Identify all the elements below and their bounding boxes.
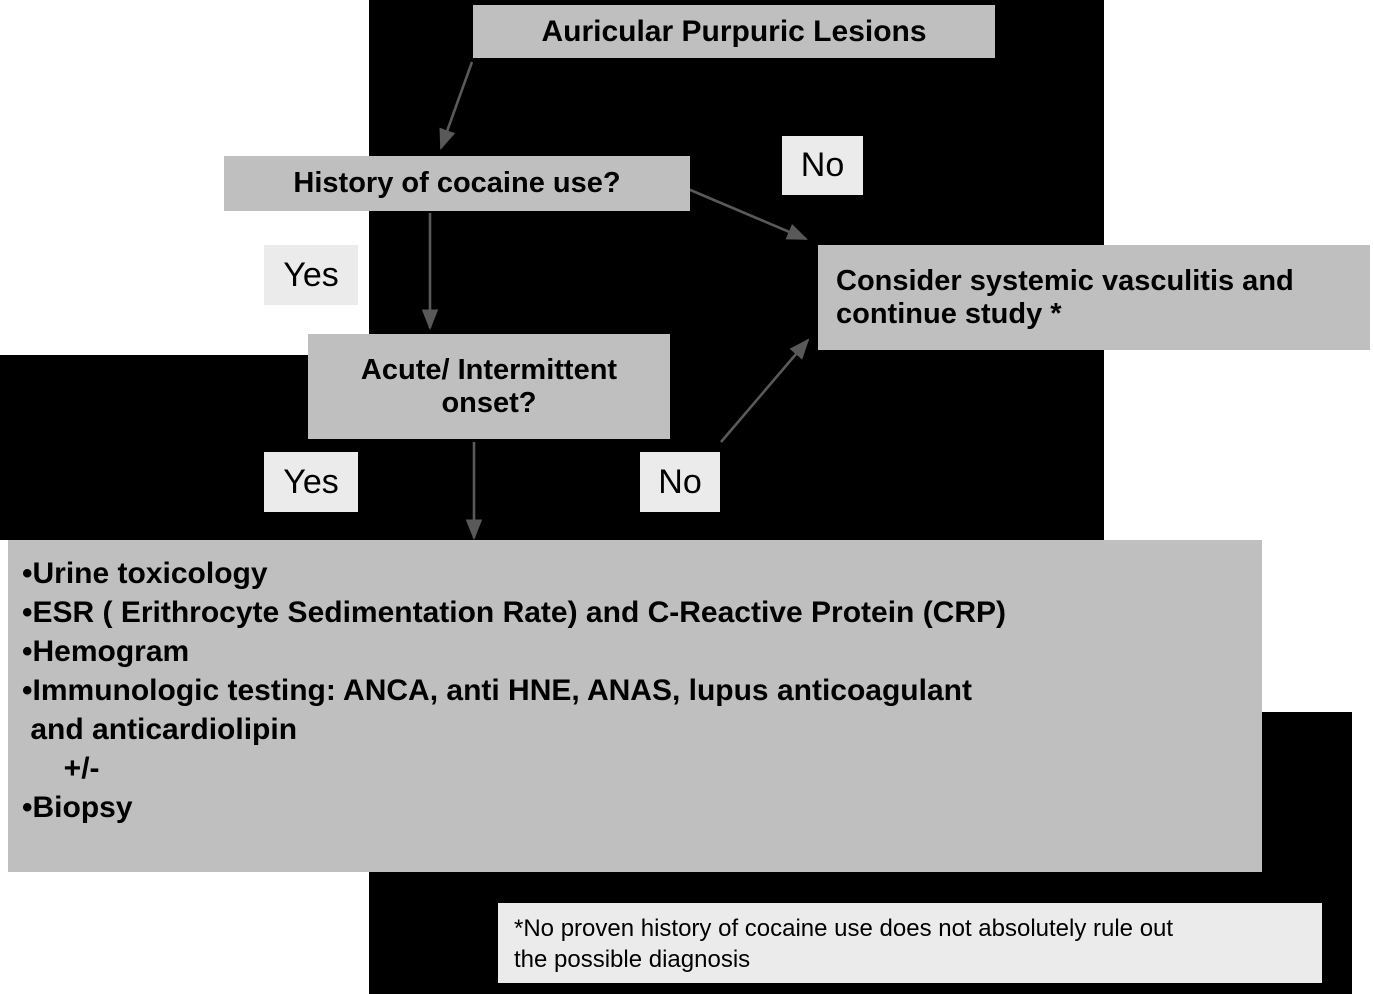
- footnote-line: the possible diagnosis: [514, 946, 751, 974]
- list-item: •Urine toxicology: [22, 557, 268, 590]
- footnote-box: *No proven history of cocaine use does n…: [498, 903, 1322, 983]
- node-consider-systemic-vasculitis[interactable]: Consider systemic vasculitis and continu…: [818, 245, 1370, 350]
- edge-label-yes-bottom: Yes: [264, 452, 358, 512]
- node-history-of-cocaine-use[interactable]: History of cocaine use?: [224, 156, 690, 211]
- list-item: and anticardiolipin: [22, 713, 298, 746]
- node-acute-intermittent-onset[interactable]: Acute/ Intermittent onset?: [308, 334, 670, 439]
- node-workup-list[interactable]: •Urine toxicology •ESR ( Erithrocyte Sed…: [8, 540, 1262, 872]
- edge-label-no-bottom: No: [640, 452, 720, 512]
- edge-label-no-top: No: [782, 136, 863, 195]
- list-item: •ESR ( Erithrocyte Sedimentation Rate) a…: [22, 596, 1007, 629]
- node-auricular-purpuric-lesions[interactable]: Auricular Purpuric Lesions: [473, 5, 995, 58]
- list-item: •Immunologic testing: ANCA, anti HNE, AN…: [22, 674, 972, 707]
- edge-label-yes-top: Yes: [264, 245, 358, 305]
- list-item: +/-: [22, 752, 100, 785]
- list-item: •Hemogram: [22, 635, 190, 668]
- footnote-line: *No proven history of cocaine use does n…: [514, 915, 1174, 942]
- list-item: •Biopsy: [22, 791, 133, 824]
